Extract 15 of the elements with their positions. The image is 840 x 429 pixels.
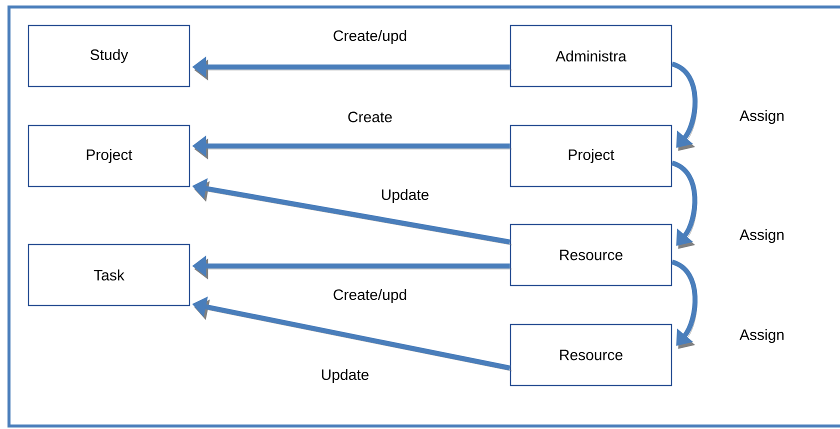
edge-label: Create/upd [332, 29, 408, 45]
process-box: Project [510, 124, 672, 188]
process-box: Administra [510, 24, 672, 88]
edge-label: Assign [738, 328, 786, 344]
edge-label: Assign [738, 109, 786, 125]
process-box: Resource [510, 324, 672, 386]
edge-label: Create [346, 110, 394, 124]
edge-label: Update [320, 368, 370, 384]
edge-label: Assign [738, 228, 786, 244]
process-box: Task [28, 244, 190, 306]
process-box: Resource [510, 224, 672, 286]
edge-label: Create/upd [332, 288, 408, 304]
process-box: Project [28, 124, 190, 188]
process-box: Study [28, 24, 190, 88]
edge-label: Update [380, 188, 430, 204]
